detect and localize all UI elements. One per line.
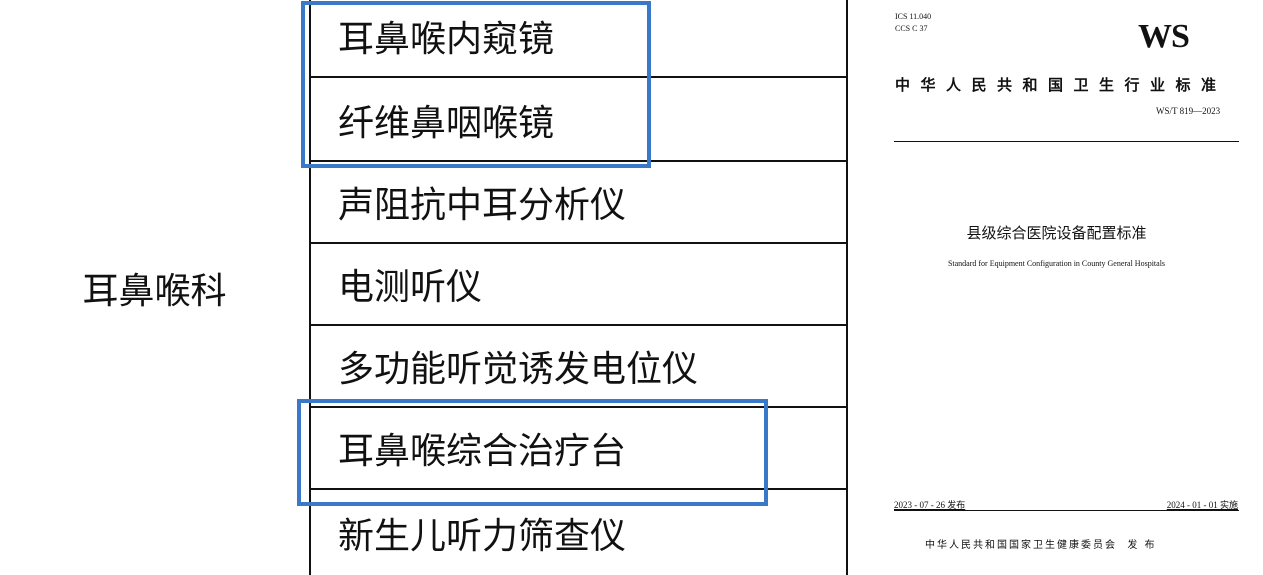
standard-cover: ICS 11.040 CCS C 37 WS 中华人民共和国卫生行业标准 WS/…: [850, 0, 1263, 575]
title-cn: 县级综合医院设备配置标准: [966, 224, 1147, 242]
ws-logo: WS: [1138, 18, 1190, 55]
release-date: 2023 - 07 - 26 发布: [894, 500, 966, 510]
divider: [894, 510, 1239, 511]
ics-code: ICS 11.040: [895, 12, 932, 21]
title-en: Standard for Equipment Configuration in …: [947, 259, 1166, 268]
department-cell: 耳鼻喉科: [0, 0, 311, 575]
highlight-box: [297, 399, 768, 506]
category: 中华人民共和国卫生行业标准: [895, 76, 1227, 94]
effective-date: 2024 - 01 - 01 实施: [1166, 500, 1238, 510]
divider: [894, 141, 1239, 142]
table-row: 新生儿听力筛查仪: [338, 515, 627, 557]
highlight-box: [301, 1, 651, 168]
table-row: 纤维鼻咽喉镜: [311, 80, 848, 162]
ccs-code: CCS C 37: [895, 24, 928, 33]
equipment-table: 耳鼻喉科 耳鼻喉内窥镜 纤维鼻咽喉镜 声阻抗中耳分析仪 电测听仪 多功能听觉诱发…: [0, 0, 848, 575]
table-row: 声阻抗中耳分析仪: [311, 162, 848, 244]
table-row: 耳鼻喉内窥镜: [311, 0, 848, 78]
table-row: 多功能听觉诱发电位仪: [311, 326, 848, 408]
issuer: 中华人民共和国国家卫生健康委员会 发 布: [925, 540, 1157, 551]
table-row: 耳鼻喉综合治疗台: [311, 408, 848, 490]
table-row: 电测听仪: [311, 244, 848, 326]
standard-number: WS/T 819—2023: [1156, 106, 1221, 116]
